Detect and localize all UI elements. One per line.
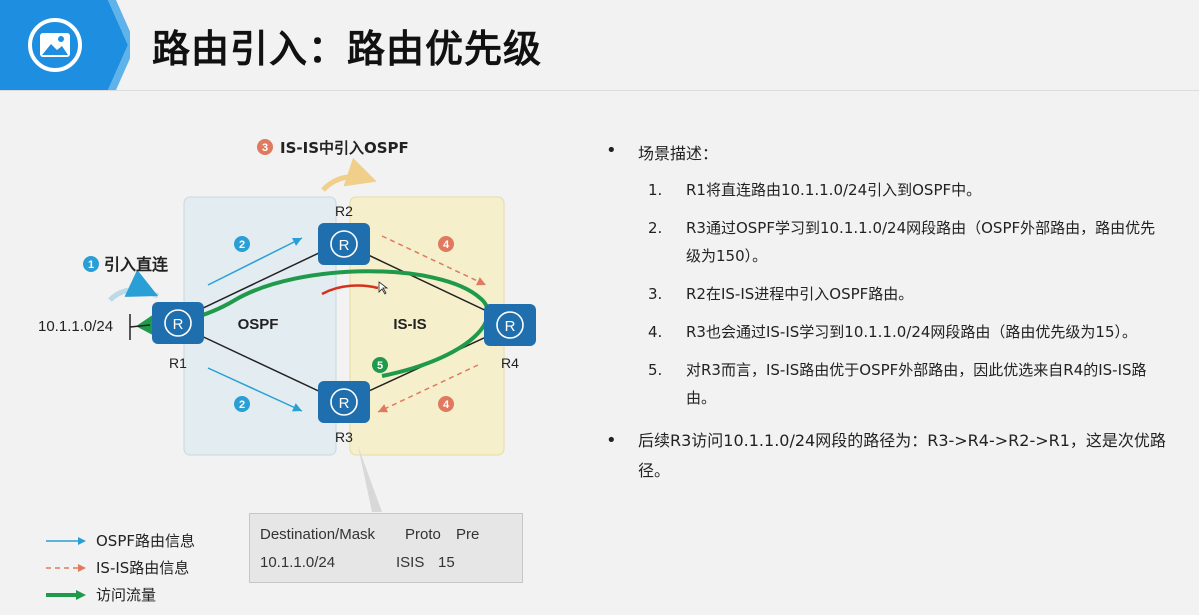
badge-2-bottom — [234, 396, 250, 412]
svg-text:3: 3 — [262, 142, 268, 154]
svg-text:R: R — [339, 395, 350, 412]
badge-1 — [83, 256, 99, 272]
badge-5 — [372, 357, 388, 373]
conclusion: • 后续R3访问10.1.1.0/24网段的路径为：R3->R4->R2->R1… — [606, 430, 1166, 480]
svg-text:1: 1 — [88, 259, 94, 271]
route-table-row: 10.1.1.0/24 ISIS 15 — [260, 554, 455, 571]
badge-4-top — [438, 236, 454, 252]
route-table: Destination/Mask Proto Pre 10.1.1.0/24 I… — [249, 513, 523, 583]
isis-area-label: IS-IS — [393, 316, 426, 333]
cursor-icon — [378, 281, 389, 295]
svg-text:R: R — [173, 316, 184, 333]
legend-traffic-arrow — [46, 590, 86, 600]
step3-curve-arrow — [321, 157, 377, 192]
step3-label: IS-IS中引入OSPF — [280, 139, 409, 157]
svg-text:2: 2 — [239, 239, 245, 251]
route-table-header: Destination/Mask Proto Pre — [260, 526, 480, 543]
network-label: 10.1.1.0/24 — [38, 318, 113, 335]
router-r2: R — [318, 223, 370, 265]
svg-text:5: 5 — [377, 360, 383, 372]
badge-4-bottom — [438, 396, 454, 412]
router-label-r1: R1 — [169, 355, 187, 371]
badge-3 — [257, 139, 273, 155]
router-r3: R — [318, 381, 370, 423]
description-panel: • 场景描述： 1.R1将直连路由10.1.1.0/24引入到OSPF中。 2.… — [600, 140, 1170, 486]
svg-text:2: 2 — [239, 399, 245, 411]
legend-traffic: 访问流量 — [44, 582, 195, 609]
scenario-steps: 1.R1将直连路由10.1.1.0/24引入到OSPF中。 2.R3通过OSPF… — [600, 176, 1170, 412]
router-label-r2: R2 — [335, 203, 353, 219]
ospf-arrow-r1-r2 — [207, 237, 303, 286]
ospf-arrow-r1-r3 — [207, 367, 303, 412]
legend-isis: IS-IS路由信息 — [44, 555, 195, 582]
router-label-r3: R3 — [335, 429, 353, 445]
red-annotation-stroke — [321, 284, 379, 296]
step1-curve-arrow — [108, 269, 160, 302]
list-item: 5.对R3而言，IS-IS路由优于OSPF外部路由，因此优选来自R4的IS-IS… — [648, 361, 1147, 407]
step1-label: 引入直连 — [104, 255, 169, 274]
page-title: 路由引入：路由优先级 — [152, 27, 543, 71]
list-item: 3.R2在IS-IS进程中引入OSPF路由。 — [648, 285, 914, 303]
router-r4: R — [484, 304, 536, 346]
legend-ospf-arrow — [46, 537, 86, 545]
svg-text:R: R — [339, 237, 350, 254]
isis-arrow-r2-r4 — [381, 235, 487, 286]
list-item: 4.R3也会通过IS-IS学习到10.1.1.0/24网段路由（路由优先级为15… — [648, 323, 1138, 341]
badge-2-top — [234, 236, 250, 252]
isis-area — [349, 196, 505, 456]
image-icon — [28, 18, 82, 72]
scenario-heading: • 场景描述： — [606, 140, 719, 163]
legend: OSPF路由信息 IS-IS路由信息 访问流量 — [44, 528, 195, 609]
svg-text:4: 4 — [443, 399, 450, 411]
callout-pointer — [358, 446, 382, 512]
ospf-area-label: OSPF — [238, 316, 279, 333]
header-divider — [0, 90, 1199, 91]
list-item: 1.R1将直连路由10.1.1.0/24引入到OSPF中。 — [648, 181, 982, 199]
header-badge — [0, 0, 130, 90]
isis-arrow-r4-r3 — [377, 364, 479, 413]
router-label-r4: R4 — [501, 355, 519, 371]
legend-isis-arrow — [46, 564, 86, 572]
svg-text:R: R — [505, 318, 516, 335]
router-r1: R — [152, 302, 204, 344]
network-diagram: R R R R R1 R2 R3 R4 OSPF IS-IS 10.1.1.0/… — [38, 139, 536, 512]
svg-text:4: 4 — [443, 239, 450, 251]
list-item: 2.R3通过OSPF学习到10.1.1.0/24网段路由（OSPF外部路由，路由… — [648, 219, 1156, 265]
legend-ospf: OSPF路由信息 — [44, 528, 195, 555]
